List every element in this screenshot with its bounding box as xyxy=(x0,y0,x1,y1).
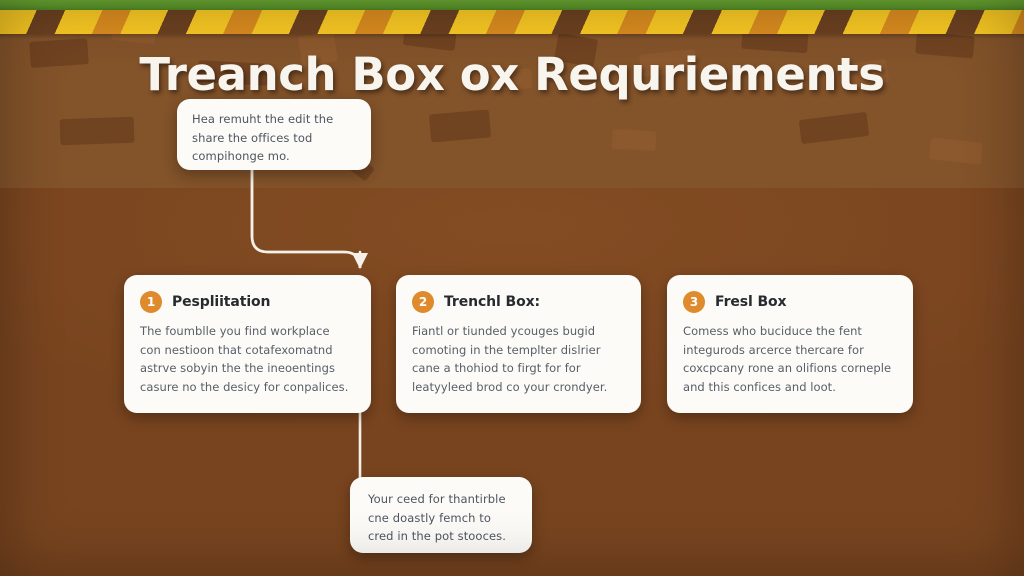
callout-top: Hea remuht the edit the share the office… xyxy=(177,99,371,170)
step-card-1-header: 1 Pespliitation xyxy=(140,291,354,313)
grass-strip xyxy=(0,0,1024,10)
step-card-1[interactable]: 1 Pespliitation The foumblle you find wo… xyxy=(124,275,371,413)
step-card-2-body: Fiantl or tiunded ycouges bugid comoting… xyxy=(412,324,608,395)
hazard-tape-shadow xyxy=(0,34,1024,39)
step-card-2-header: 2 Trenchl Box: xyxy=(412,291,624,313)
step-number-badge-3: 3 xyxy=(683,291,705,313)
step-card-1-title: Pespliitation xyxy=(172,294,271,310)
step-card-3-title: Fresl Box xyxy=(715,294,787,310)
step-card-3-header: 3 Fresl Box xyxy=(683,291,896,313)
step-card-3[interactable]: 3 Fresl Box Comess who buciduce the fent… xyxy=(667,275,913,413)
step-card-2[interactable]: 2 Trenchl Box: Fiantl or tiunded ycouges… xyxy=(396,275,641,413)
step-card-3-body: Comess who buciduce the fent integurods … xyxy=(683,324,892,395)
callout-bottom-text: Your ceed for thantirble cne doastly fem… xyxy=(368,492,507,544)
step-number-badge-2: 2 xyxy=(412,291,434,313)
page-title: Treanch Box ox Requriements xyxy=(139,48,885,101)
hazard-tape-band xyxy=(0,9,1024,34)
callout-top-text: Hea remuht the edit the share the office… xyxy=(192,112,334,164)
callout-bottom: Your ceed for thantirble cne doastly fem… xyxy=(350,477,532,553)
step-card-2-title: Trenchl Box: xyxy=(444,294,541,310)
step-number-badge-1: 1 xyxy=(140,291,162,313)
step-card-1-body: The foumblle you find workplace con nest… xyxy=(140,324,349,395)
